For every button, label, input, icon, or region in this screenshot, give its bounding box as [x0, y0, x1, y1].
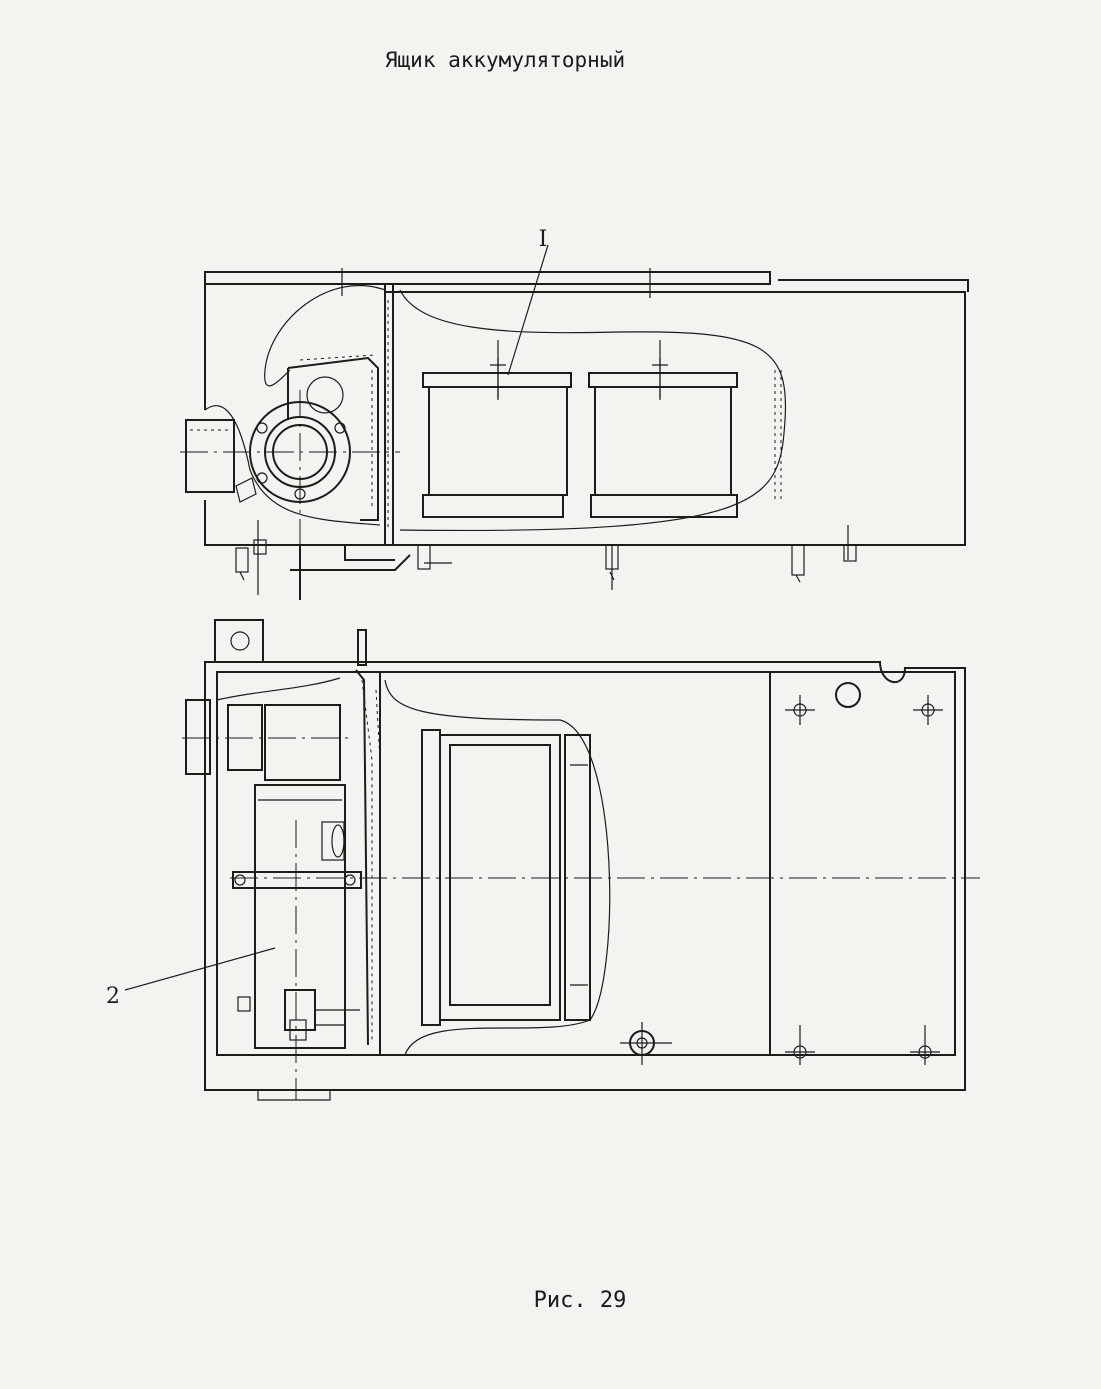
page-title: Ящик аккумуляторный: [384, 48, 626, 72]
plan-cable-entry: [185, 699, 211, 775]
cable-entry: [185, 419, 257, 503]
callout-label-1: I: [539, 227, 548, 252]
terminal-stud: [357, 629, 367, 666]
cutaway-contour-left: [264, 284, 386, 387]
bottom-fittings: [235, 539, 857, 600]
plan-view: [124, 619, 980, 1101]
battery-2: [588, 358, 738, 518]
callout-label-2: 2: [106, 984, 120, 1009]
battery-1: [422, 358, 572, 518]
lid-cap: [778, 279, 969, 292]
callout-2-leader: [124, 947, 276, 991]
switch-mechanism: [249, 354, 379, 521]
plan-cutaway: [216, 677, 611, 1056]
lid-strip: [204, 271, 771, 285]
side-view: [180, 244, 969, 600]
wall-hatch: [774, 370, 782, 500]
mounting-lug: [214, 619, 264, 663]
frame-outline: [204, 661, 966, 1091]
cylinder-unit: [227, 704, 362, 1049]
callout-I-leader: [507, 244, 549, 376]
plan-partition-hatch: [361, 679, 381, 1040]
figure-caption: Рис. 29: [533, 1288, 627, 1313]
mounting-holes: [620, 682, 943, 1065]
housing-outline: [204, 284, 966, 546]
